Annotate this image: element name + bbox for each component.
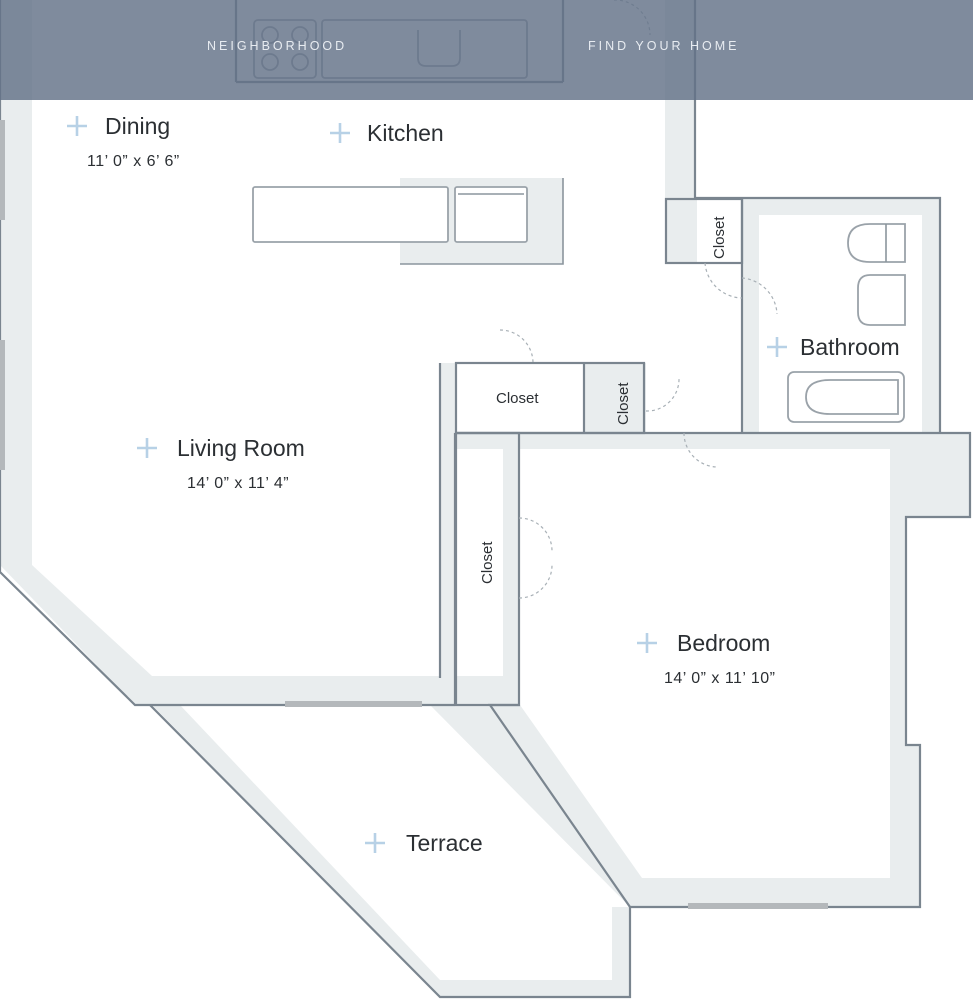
kitchen-marker[interactable]: Kitchen [330, 120, 444, 146]
living-room-dims: 14’ 0” x 11’ 4” [187, 475, 289, 492]
nav-neighborhood-link[interactable]: NEIGHBORHOOD [207, 39, 348, 53]
dining-label: Dining [105, 113, 170, 139]
bathroom-label: Bathroom [800, 334, 900, 360]
windows [0, 120, 828, 909]
living-room-marker[interactable]: Living Room 14’ 0” x 11’ 4” [137, 435, 305, 492]
top-navbar: NEIGHBORHOOD FIND YOUR HOME [0, 0, 973, 100]
bedroom-label: Bedroom [677, 630, 770, 656]
bathroom-fixtures [787, 223, 906, 423]
bedroom-marker[interactable]: Bedroom 14’ 0” x 11’ 10” [637, 630, 775, 687]
closet-label: Closet [615, 382, 632, 425]
closet-label: Closet [711, 216, 728, 259]
closet-label: Closet [496, 390, 539, 407]
nav-find-your-home-link[interactable]: FIND YOUR HOME [588, 39, 740, 53]
closet-label: Closet [479, 541, 496, 584]
dining-marker[interactable]: Dining 11’ 0” x 6’ 6” [67, 113, 180, 170]
living-room-label: Living Room [177, 435, 305, 461]
kitchen-label: Kitchen [367, 120, 444, 146]
terrace-marker[interactable]: Terrace [365, 830, 483, 856]
terrace-label: Terrace [406, 830, 483, 856]
dining-dims: 11’ 0” x 6’ 6” [87, 153, 180, 170]
bathroom-marker[interactable]: Bathroom [767, 334, 900, 360]
bedroom-dims: 14’ 0” x 11’ 10” [664, 670, 775, 687]
